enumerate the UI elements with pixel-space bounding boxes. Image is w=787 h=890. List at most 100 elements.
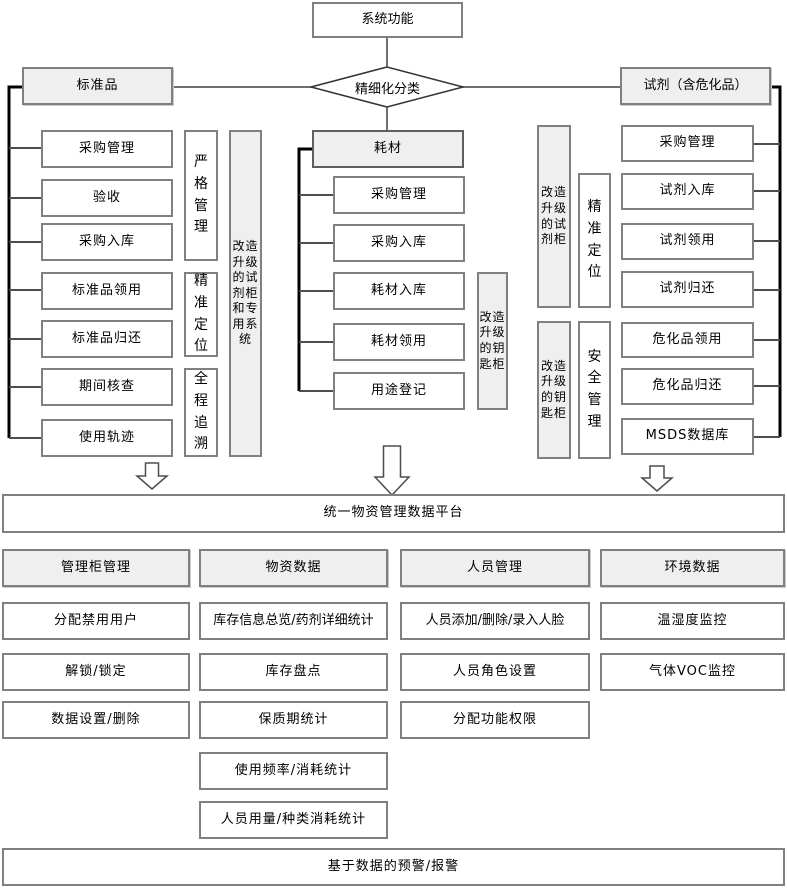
- node-label: 人员角色设置: [452, 663, 537, 679]
- node-label: 人员添加/删除/录入人脸: [425, 612, 565, 628]
- module-item: 保质期统计: [199, 701, 388, 739]
- module-item: 人员添加/删除/录入人脸: [400, 602, 590, 640]
- node-label: 分配功能权限: [452, 711, 537, 727]
- module-header-label: 环境数据: [664, 559, 721, 575]
- node-label: 试剂归还: [659, 281, 716, 297]
- classifier-diamond-shape: [308, 66, 466, 108]
- node-label: 试剂（含危化品）: [643, 77, 748, 93]
- footer-title: 基于数据的预警/报警: [327, 858, 460, 874]
- footer-alert-bar: 基于数据的预警/报警: [2, 848, 785, 886]
- standards-item: 标准品领用: [41, 272, 173, 310]
- tag-label: 精准定位: [587, 199, 602, 281]
- node-label: 耗材: [373, 140, 402, 156]
- module-item: 温湿度监控: [600, 602, 785, 640]
- node-label: 使用轨迹: [78, 429, 135, 445]
- reagents-item: 采购管理: [621, 125, 754, 162]
- module-header-label: 物资数据: [265, 559, 322, 575]
- node-label: 数据设置/删除: [51, 711, 141, 727]
- standards-item: 采购管理: [41, 130, 173, 168]
- node-label: 精细化分类: [354, 81, 420, 97]
- node-label: 采购入库: [78, 233, 135, 249]
- node-label: MSDS数据库: [645, 428, 730, 444]
- module-header-personnel: 人员管理: [400, 549, 590, 587]
- branch-reagents-header: 试剂（含危化品）: [620, 67, 771, 105]
- standards-item: 使用轨迹: [41, 419, 173, 457]
- module-header-label: 管理柜管理: [60, 559, 131, 575]
- node-label: 验收: [92, 189, 121, 205]
- note-upgraded-reagent-cabinet-system: 改造升级的试剂柜和专用系统: [229, 130, 262, 457]
- node-label: 人员用量/种类消耗统计: [220, 811, 367, 827]
- note-upgraded-key-cabinet: 改造升级的钥匙柜: [477, 272, 508, 410]
- node-label: 库存盘点: [265, 663, 322, 679]
- reagents-item: 危化品领用: [621, 322, 754, 358]
- node-label: 气体VOC监控: [649, 663, 736, 679]
- standards-item: 期间核查: [41, 368, 173, 406]
- arrow-down-icon: [373, 445, 411, 497]
- standards-item: 验收: [41, 179, 173, 217]
- tag-precise-location: 精准定位: [184, 272, 218, 357]
- node-label: 系统功能: [361, 11, 414, 27]
- reagents-item: 试剂领用: [621, 223, 754, 260]
- consumables-item: 采购入库: [333, 224, 465, 262]
- node-label: 使用频率/消耗统计: [234, 762, 353, 778]
- module-item: 解锁/锁定: [2, 653, 190, 691]
- module-item: 分配功能权限: [400, 701, 590, 739]
- tag-strict-management: 严格管理: [184, 130, 218, 261]
- platform-bar: 统一物资管理数据平台: [2, 494, 785, 533]
- node-label: 危化品归还: [652, 378, 723, 394]
- module-header-environment: 环境数据: [600, 549, 785, 587]
- module-item: 分配禁用用户: [2, 602, 190, 640]
- node-label: 耗材领用: [370, 333, 427, 349]
- module-item: 使用频率/消耗统计: [199, 752, 388, 790]
- node-label: 危化品领用: [652, 331, 723, 347]
- node-classifier: 精细化分类: [312, 72, 463, 102]
- module-header-materials: 物资数据: [199, 549, 388, 587]
- node-label: 温湿度监控: [657, 612, 728, 628]
- module-item: 库存盘点: [199, 653, 388, 691]
- module-item: 人员用量/种类消耗统计: [199, 801, 388, 839]
- node-label: 采购管理: [659, 135, 716, 151]
- reagents-item: 危化品归还: [621, 368, 754, 405]
- consumables-item: 用途登记: [333, 372, 465, 410]
- tag-label: 严格管理: [194, 154, 208, 236]
- node-system-functions: 系统功能: [312, 2, 463, 38]
- node-label: 试剂入库: [659, 183, 716, 199]
- node-label: 标准品归还: [71, 330, 142, 346]
- node-label: 采购入库: [370, 234, 427, 250]
- tag-label: 精准定位: [194, 273, 208, 355]
- tag-full-traceability: 全程追溯: [184, 368, 218, 457]
- platform-title: 统一物资管理数据平台: [323, 505, 464, 521]
- note-label: 改造升级的钥匙柜: [479, 309, 506, 371]
- branch-standards-header: 标准品: [22, 67, 173, 105]
- node-label: 解锁/锁定: [65, 663, 127, 679]
- note-label: 改造升级的试剂柜和专用系统: [232, 238, 259, 347]
- node-label: 期间核查: [78, 378, 135, 394]
- reagents-item: 试剂归还: [621, 271, 754, 308]
- standards-item: 采购入库: [41, 223, 173, 261]
- consumables-item: 采购管理: [333, 176, 465, 214]
- consumables-item: 耗材领用: [333, 323, 465, 361]
- node-label: 试剂领用: [659, 233, 716, 249]
- note-label: 改造升级的试剂柜: [541, 185, 568, 247]
- consumables-item: 耗材入库: [333, 272, 465, 310]
- tag-precise-location: 精准定位: [578, 173, 611, 308]
- note-upgraded-key-cabinet: 改造升级的钥匙柜: [537, 321, 571, 459]
- module-header-cabinet: 管理柜管理: [2, 549, 190, 587]
- arrow-down-icon: [134, 462, 170, 490]
- note-upgraded-reagent-cabinet: 改造升级的试剂柜: [537, 125, 571, 308]
- standards-item: 标准品归还: [41, 320, 173, 358]
- reagents-item: 试剂入库: [621, 173, 754, 210]
- node-label: 标准品领用: [71, 282, 142, 298]
- branch-consumables-header: 耗材: [312, 130, 464, 168]
- node-label: 耗材入库: [370, 282, 427, 298]
- node-label: 保质期统计: [258, 711, 329, 727]
- node-label: 标准品: [76, 77, 119, 93]
- tag-label: 全程追溯: [194, 371, 208, 453]
- node-label: 库存信息总览/药剂详细统计: [213, 612, 374, 628]
- node-label: 采购管理: [78, 140, 135, 156]
- tag-safety-management: 安全管理: [578, 321, 611, 459]
- node-label: 用途登记: [370, 382, 427, 398]
- module-item: 气体VOC监控: [600, 653, 785, 691]
